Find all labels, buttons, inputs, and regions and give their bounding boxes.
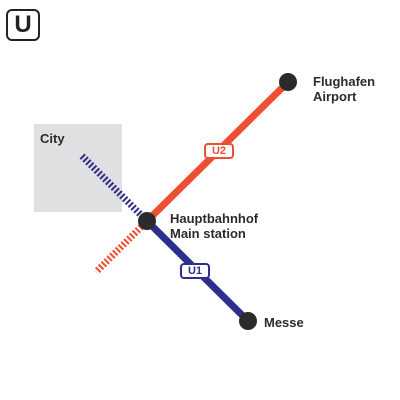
- station-main[interactable]: [138, 212, 156, 230]
- subway-logo-letter: U: [14, 11, 32, 38]
- airport-label: Flughafen Airport: [313, 74, 375, 104]
- station-messe[interactable]: [239, 312, 257, 330]
- u1-badge[interactable]: U1: [180, 263, 210, 279]
- station-airport[interactable]: [279, 73, 297, 91]
- u2-dotted-segment: [93, 218, 150, 275]
- main-station-name-de: Hauptbahnhof: [170, 211, 259, 226]
- main-station-name-en: Main station: [170, 226, 246, 241]
- u2-badge[interactable]: U2: [204, 143, 234, 159]
- messe-label: Messe: [264, 315, 304, 330]
- airport-name-de: Flughafen: [313, 74, 376, 89]
- city-label: City: [40, 131, 65, 146]
- airport-name-en: Airport: [313, 89, 357, 104]
- u1-dotted-segment: [79, 153, 150, 224]
- subway-logo: U: [6, 9, 40, 41]
- city-zone: [34, 124, 122, 212]
- main-station-label: Hauptbahnhof Main station: [170, 211, 258, 241]
